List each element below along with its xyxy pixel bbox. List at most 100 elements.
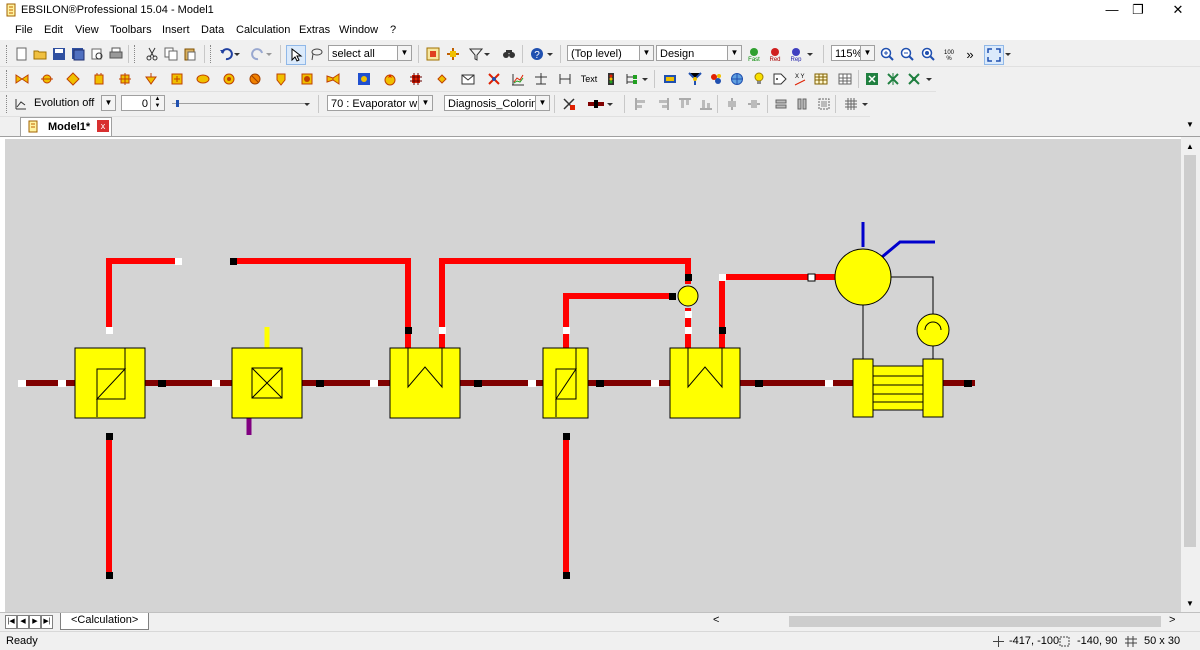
filter-dropdown-icon[interactable] bbox=[482, 45, 492, 63]
toolbar-grip[interactable] bbox=[6, 95, 10, 113]
selection-combo[interactable]: select all ▼ bbox=[328, 45, 412, 61]
tag-icon[interactable] bbox=[771, 70, 789, 88]
menu-help[interactable]: ? bbox=[390, 24, 397, 36]
flame-icon[interactable] bbox=[381, 70, 399, 88]
slider-dropdown-icon[interactable] bbox=[302, 95, 312, 113]
grid-icon[interactable] bbox=[842, 95, 860, 113]
align-left-icon[interactable] bbox=[632, 95, 650, 113]
preheater-2[interactable] bbox=[669, 347, 741, 419]
flowsheet-canvas[interactable] bbox=[5, 139, 1181, 613]
same-height-icon[interactable] bbox=[793, 95, 811, 113]
condenser-icon[interactable] bbox=[194, 70, 212, 88]
gas-turbine-icon[interactable] bbox=[324, 70, 342, 88]
network-icon[interactable] bbox=[485, 70, 503, 88]
undo-icon[interactable] bbox=[217, 45, 235, 63]
save-all-icon[interactable] bbox=[69, 45, 87, 63]
chevron-down-icon[interactable]: ▼ bbox=[727, 46, 741, 60]
evolution-slider-track[interactable] bbox=[172, 103, 304, 104]
menu-file[interactable]: File bbox=[15, 24, 33, 36]
globe-icon[interactable] bbox=[728, 70, 746, 88]
menu-extras[interactable]: Extras bbox=[299, 24, 331, 36]
filter-icon[interactable] bbox=[467, 45, 485, 63]
burner-icon[interactable] bbox=[220, 70, 238, 88]
close-button[interactable]: ✕ bbox=[1172, 2, 1184, 17]
evolution-combo[interactable]: Evolution off ▼ bbox=[31, 95, 116, 111]
stepper-arrows-icon[interactable]: ▲▼ bbox=[150, 96, 164, 110]
menu-edit[interactable]: Edit bbox=[44, 24, 63, 36]
tab-model1[interactable]: Model1* x bbox=[20, 117, 112, 136]
menu-toolbars[interactable]: Toolbars bbox=[110, 24, 152, 36]
chevron-down-icon[interactable]: ▼ bbox=[101, 95, 116, 111]
align-bottom-icon[interactable] bbox=[697, 95, 715, 113]
menu-view[interactable]: View bbox=[75, 24, 99, 36]
zoom-combo[interactable]: 115% ▼ bbox=[831, 45, 875, 61]
toolbar-overflow-icon[interactable]: » bbox=[966, 46, 974, 62]
logic-lines[interactable] bbox=[246, 327, 270, 435]
grid-dropdown-icon[interactable] bbox=[860, 95, 870, 113]
vertical-scrollbar[interactable]: ▲ ▼ bbox=[1181, 137, 1200, 612]
heat-exchanger-2[interactable] bbox=[542, 347, 589, 419]
redo-dropdown-icon[interactable] bbox=[264, 45, 274, 63]
horizontal-scrollbar[interactable]: < > bbox=[707, 613, 1181, 630]
horizontal-scroll-thumb[interactable] bbox=[789, 616, 1161, 627]
macro-icon[interactable] bbox=[661, 70, 679, 88]
scroll-right-icon[interactable]: > bbox=[1169, 614, 1176, 626]
tab-list-dropdown-icon[interactable]: ▼ bbox=[1186, 120, 1194, 129]
shaft-lines[interactable] bbox=[861, 222, 935, 359]
boiler-icon[interactable] bbox=[298, 70, 316, 88]
lasso-icon[interactable] bbox=[307, 45, 325, 63]
preheater-1[interactable] bbox=[389, 347, 461, 419]
toolbar-grip[interactable] bbox=[6, 45, 10, 63]
paste-icon[interactable] bbox=[181, 45, 199, 63]
menu-window[interactable]: Window bbox=[339, 24, 379, 36]
first-sheet-icon[interactable]: |◀ bbox=[5, 615, 17, 629]
coloring-bar-icon[interactable] bbox=[587, 95, 605, 113]
scroll-up-icon[interactable]: ▲ bbox=[1186, 142, 1194, 151]
new-file-icon[interactable] bbox=[12, 45, 30, 63]
lightbulb-icon[interactable] bbox=[750, 70, 768, 88]
find-icon[interactable] bbox=[500, 45, 518, 63]
redo-icon[interactable] bbox=[249, 45, 267, 63]
coloring-combo[interactable]: Diagnosis_Coloring ▼ bbox=[444, 95, 550, 111]
align-top-icon[interactable] bbox=[676, 95, 694, 113]
red-calc-icon[interactable]: Red bbox=[766, 45, 784, 63]
center-horizontal-icon[interactable] bbox=[723, 95, 741, 113]
chevron-down-icon[interactable]: ▼ bbox=[639, 46, 653, 60]
next-sheet-icon[interactable]: ▶ bbox=[29, 615, 41, 629]
evolution-icon[interactable] bbox=[12, 95, 30, 113]
tab-calculation[interactable]: <Calculation> bbox=[60, 613, 150, 630]
controller-icon[interactable] bbox=[246, 70, 264, 88]
select-pointer-icon[interactable] bbox=[286, 45, 306, 65]
deaerator-icon[interactable] bbox=[142, 70, 160, 88]
network-dropdown-icon[interactable] bbox=[924, 70, 934, 88]
diamond-icon[interactable] bbox=[433, 70, 451, 88]
tree-icon[interactable] bbox=[622, 70, 640, 88]
fast-calc-icon[interactable]: Fast bbox=[745, 45, 763, 63]
chart-icon[interactable] bbox=[509, 70, 527, 88]
chevron-down-icon[interactable]: ▼ bbox=[535, 96, 549, 110]
toolbar-grip[interactable] bbox=[134, 45, 138, 63]
chevron-down-icon[interactable]: ▼ bbox=[397, 46, 411, 60]
same-size-icon[interactable] bbox=[815, 95, 833, 113]
separator-icon[interactable] bbox=[272, 70, 290, 88]
component-combo[interactable]: 70 : Evaporator with ▼ bbox=[327, 95, 433, 111]
condenser-component[interactable] bbox=[852, 358, 944, 418]
pipe-connect-icon[interactable] bbox=[444, 45, 462, 63]
traffic-light-icon[interactable] bbox=[602, 70, 620, 88]
copy-icon[interactable] bbox=[162, 45, 180, 63]
fullscreen-icon[interactable] bbox=[984, 45, 1004, 65]
mixer-component[interactable] bbox=[231, 347, 303, 419]
component-properties-icon[interactable] bbox=[424, 45, 442, 63]
tree-dropdown-icon[interactable] bbox=[640, 70, 650, 88]
center-vertical-icon[interactable] bbox=[745, 95, 763, 113]
zoom-fit-icon[interactable] bbox=[919, 45, 937, 63]
menu-insert[interactable]: Insert bbox=[162, 24, 190, 36]
text-button[interactable]: Text bbox=[580, 74, 598, 84]
cut-icon[interactable] bbox=[143, 45, 161, 63]
xy-plot-icon[interactable]: X Y bbox=[791, 70, 809, 88]
menu-calculation[interactable]: Calculation bbox=[236, 24, 291, 36]
material-icon[interactable] bbox=[707, 70, 725, 88]
scroll-down-icon[interactable]: ▼ bbox=[1186, 599, 1194, 608]
chevron-down-icon[interactable]: ▼ bbox=[418, 96, 432, 110]
splitter-icon[interactable] bbox=[64, 70, 82, 88]
